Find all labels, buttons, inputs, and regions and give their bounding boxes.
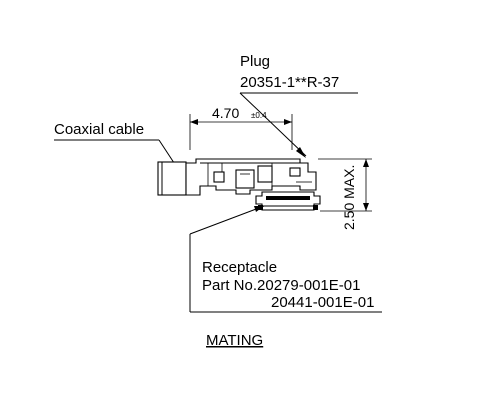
width-arrow-right (284, 119, 292, 125)
receptacle-alt-part-number-label: 20441-001E-01 (271, 294, 374, 311)
figure-title: MATING (206, 332, 263, 349)
receptacle-leader-line (189, 205, 265, 235)
width-arrow-left (190, 119, 198, 125)
height-arrow-top (363, 159, 369, 167)
width-dimension-value: 4.70 (212, 105, 239, 121)
plug-center-block (257, 165, 273, 183)
plug-leader-arrowhead (296, 147, 306, 158)
receptacle-contact-strip (266, 196, 310, 200)
receptacle-base (255, 191, 321, 211)
plug-latch (235, 169, 255, 189)
plug-leader-line (239, 92, 307, 157)
receptacle-leader-arrowhead (254, 206, 264, 212)
height-dimension-value: 2.50 MAX. (341, 165, 357, 230)
plug-title-label: Plug (240, 53, 270, 70)
coaxial-cable-label: Coaxial cable (54, 121, 144, 138)
height-arrow-bottom (363, 203, 369, 211)
receptacle-title-label: Receptacle (202, 259, 277, 276)
mated-connector (157, 158, 321, 211)
plug-contact-window (289, 167, 301, 177)
receptacle-solder-pad-right (313, 205, 318, 210)
width-dimension-tolerance: ±0.4 (251, 111, 267, 120)
receptacle-part-number-label: Part No.20279-001E-01 (202, 277, 360, 294)
plug-crimp-tab (213, 171, 225, 183)
plug-part-number-label: 20351-1**R-37 (240, 74, 339, 91)
